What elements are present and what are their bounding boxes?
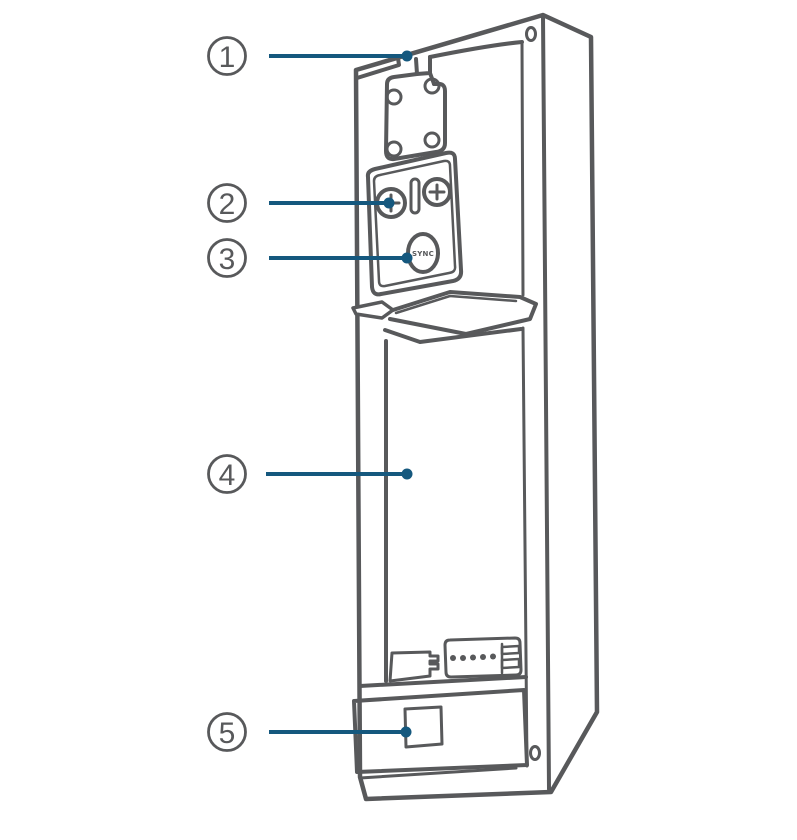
mounting-hole-icon <box>423 77 441 95</box>
bottom-panel <box>352 688 529 774</box>
callouts: 1 2 3 4 <box>207 36 413 752</box>
callout-2-circle <box>207 183 247 223</box>
callout-5: 5 <box>207 712 412 752</box>
callout-3-circle <box>207 238 247 278</box>
ledge-left-tab <box>351 300 395 320</box>
ledge-lip <box>388 290 538 336</box>
wire-terminal-connector <box>443 636 523 679</box>
bottom-face-edge <box>358 766 518 780</box>
screw-hole-top-icon <box>525 26 537 42</box>
callout-2-number: 2 <box>219 188 236 221</box>
device-outline <box>353 12 600 802</box>
sync-button-label: SYNC <box>412 250 434 258</box>
control-panel-inner <box>372 159 457 288</box>
battery-plug-connector <box>388 650 440 683</box>
device-inner-right-edge-top <box>520 40 525 297</box>
front-top-edge-right <box>428 40 524 59</box>
callout-1-circle <box>207 36 247 76</box>
mounting-hole-icon <box>423 131 441 149</box>
mounting-plate <box>384 72 447 162</box>
connector-pin-dot <box>450 655 456 661</box>
control-panel-outer <box>365 150 464 297</box>
connector-pin-dot <box>460 655 466 661</box>
callout-2: 2 <box>207 183 395 223</box>
connector-pin-dot <box>490 653 496 660</box>
callout-3-dot <box>401 252 413 264</box>
callout-2-dot <box>383 197 395 209</box>
connector-pin-dot <box>470 654 476 661</box>
device-front-right-edge <box>541 14 551 791</box>
terminal-screw-right-icon <box>422 177 452 207</box>
callout-5-number: 5 <box>219 717 236 750</box>
battery-compartment-bottom-edge <box>358 675 528 688</box>
indicator-slot <box>409 177 421 215</box>
ledge-lip-inner <box>394 294 518 315</box>
front-top-edge-left <box>355 56 401 80</box>
callout-3: 3 <box>207 238 413 278</box>
bottom-square-opening <box>403 705 444 749</box>
top-mounting-notch <box>414 55 432 76</box>
callout-4-circle <box>207 454 247 494</box>
connector-pin-dot <box>480 654 486 660</box>
callout-4-number: 4 <box>219 459 236 492</box>
callout-4: 4 <box>207 454 413 494</box>
callout-1: 1 <box>207 36 413 76</box>
mounting-hole-icon <box>385 88 403 106</box>
device-inner-right-edge-bottom <box>521 326 529 768</box>
battery-compartment-top-edge <box>383 327 523 344</box>
device-illustration: SYNC <box>351 12 600 802</box>
callout-3-number: 3 <box>219 243 236 276</box>
mounting-hole-icon <box>385 140 403 158</box>
screw-hole-bottom-icon <box>529 745 541 761</box>
callout-1-dot <box>401 50 413 62</box>
callout-4-dot <box>401 468 413 480</box>
callout-1-number: 1 <box>219 41 236 74</box>
callout-5-circle <box>207 712 247 752</box>
callout-5-dot <box>400 726 412 738</box>
